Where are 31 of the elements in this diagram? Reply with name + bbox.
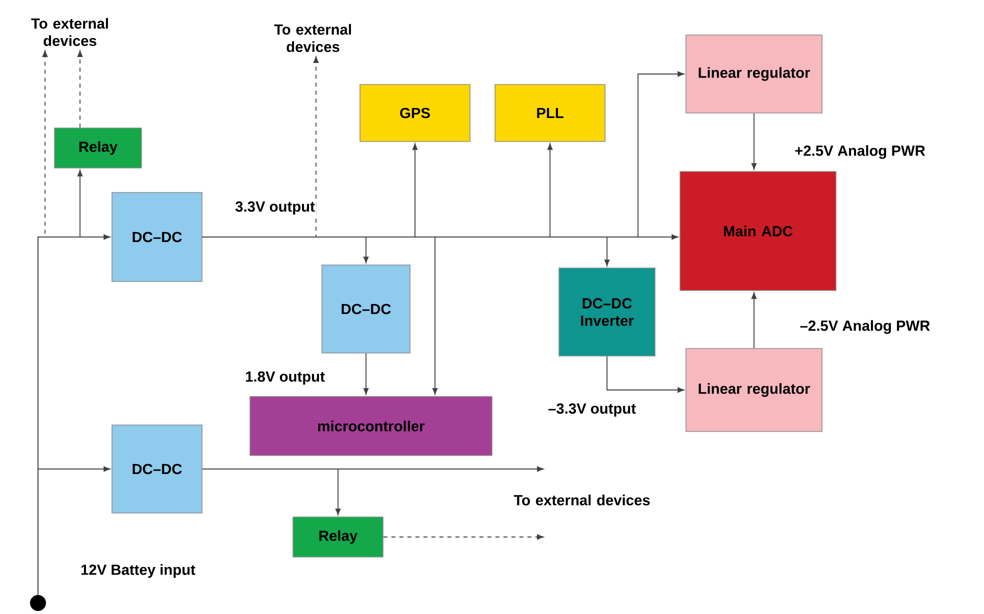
block-box: Main ADC <box>680 171 836 291</box>
edge-label: 3.3V output <box>234 200 316 216</box>
dashed-arrow <box>77 50 83 128</box>
block-box: GPS <box>360 84 470 142</box>
block-box: DC–DC Inverter <box>558 268 656 356</box>
block-box: Relay <box>292 516 384 558</box>
dashed-arrow <box>382 534 544 540</box>
block-box: DC–DC <box>112 424 202 514</box>
block-box: DC–DC <box>322 264 410 354</box>
arrow <box>606 356 684 393</box>
arrow <box>202 236 610 266</box>
block-box: Linear regulator <box>686 34 822 114</box>
block-box: Relay <box>54 128 142 168</box>
terminal-dot <box>30 595 46 611</box>
arrow <box>38 170 83 596</box>
arrow <box>363 352 369 395</box>
arrow <box>751 112 757 170</box>
block-box: DC–DC <box>112 192 202 282</box>
block-box: PLL <box>494 84 606 142</box>
edge-label: +2.5V Analog PWR <box>793 144 927 160</box>
edge-label: –2.5V Analog PWR <box>798 318 932 336</box>
arrow <box>202 468 341 516</box>
arrow <box>751 292 757 349</box>
block-box: Linear regulator <box>686 348 822 432</box>
block-box: microcontroller <box>250 396 492 456</box>
text-label: To external devices <box>514 494 650 506</box>
terminal-label: 12V Battey input <box>81 564 196 578</box>
text-label: To external devices <box>274 24 351 52</box>
edge-label: 1.8V output <box>244 370 326 386</box>
text-label: To external devices <box>31 18 108 46</box>
edge-label: –3.3V output <box>546 402 638 418</box>
